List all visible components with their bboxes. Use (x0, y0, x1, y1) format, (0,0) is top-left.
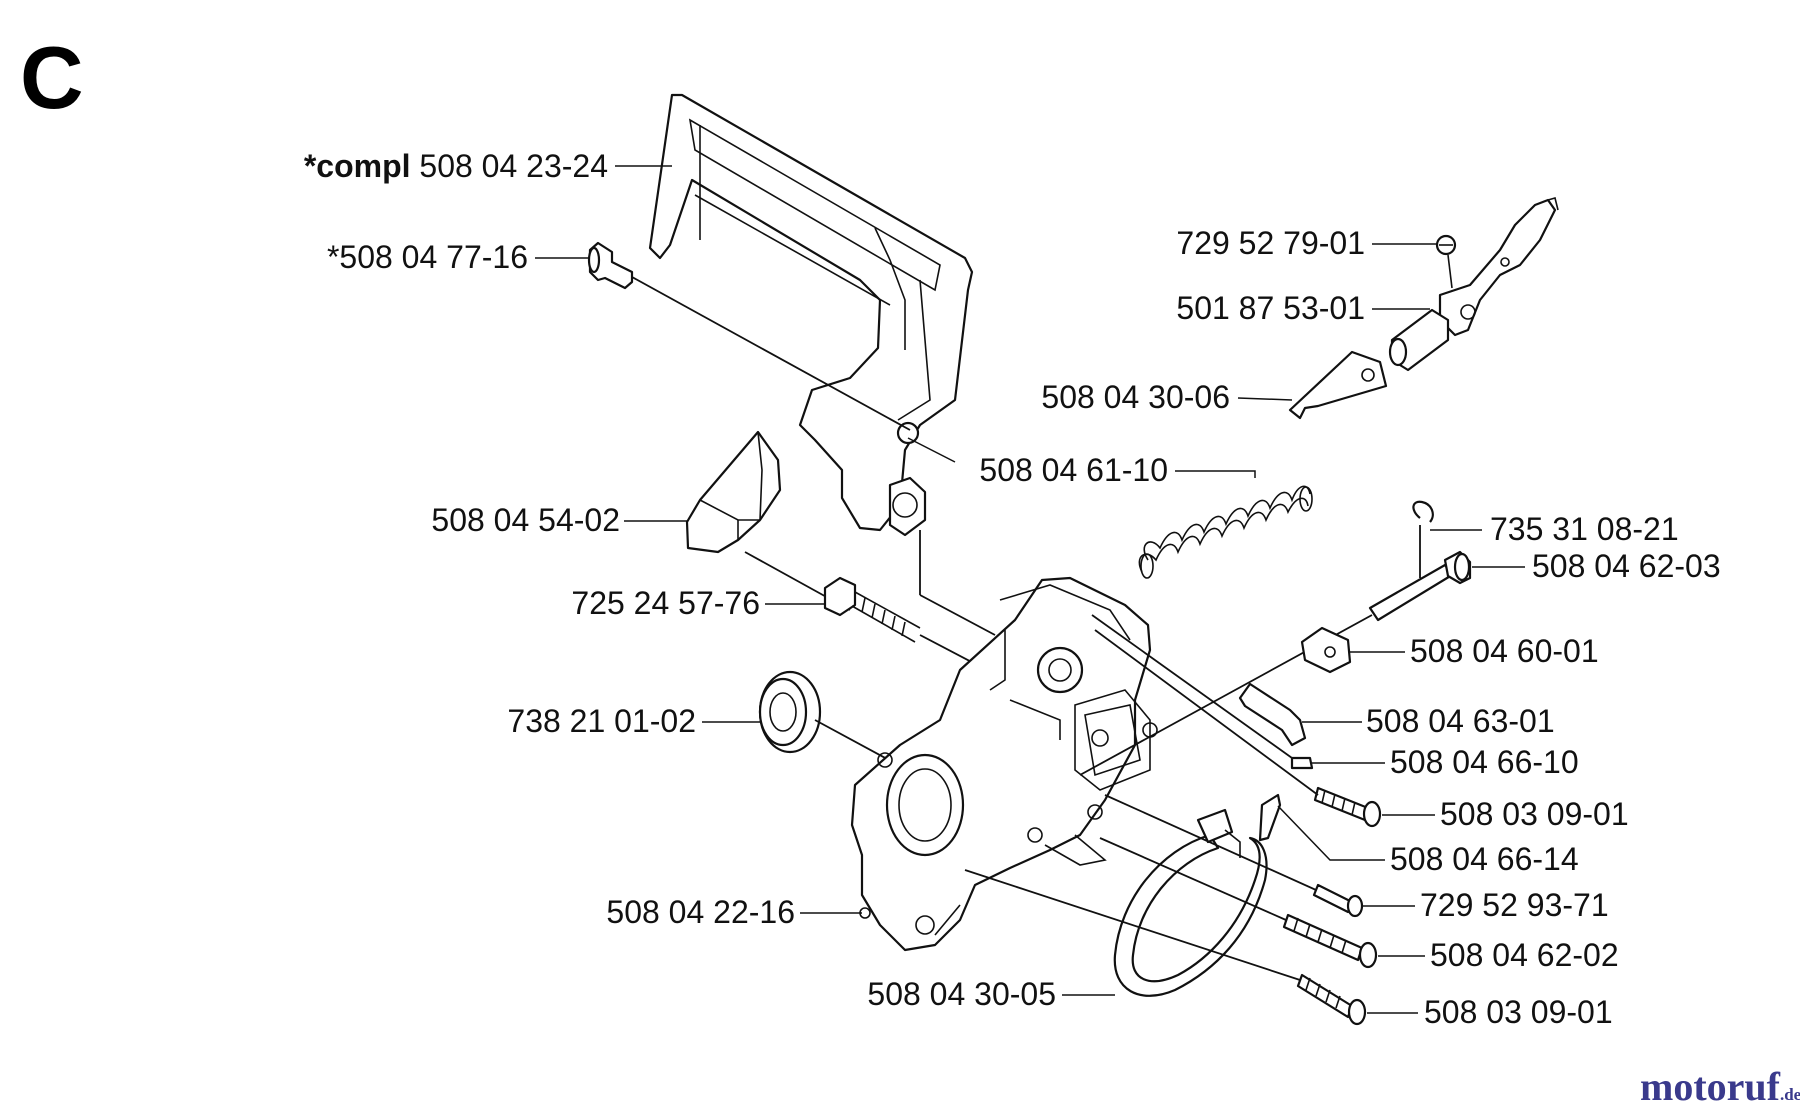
chain-brake-handle-drawing (648, 93, 974, 537)
label-729-52-93-71: 729 52 93-71 (1420, 887, 1609, 923)
label-508-04-61-10: 508 04 61-10 (979, 452, 1168, 488)
label-508-04-22-16: 508 04 22-16 (606, 894, 795, 930)
clutch-cover-housing-drawing (850, 576, 1158, 952)
lever-with-pin-drawing (1388, 197, 1559, 372)
watermark-suffix-text: .de (1780, 1085, 1800, 1104)
label-compl-prefix: *compl (304, 148, 411, 184)
pivot-pin-drawing (587, 241, 634, 290)
pivot-pin-axis (631, 276, 911, 431)
label-508-04-63-01: 508 04 63-01 (1366, 703, 1555, 739)
label-508-03-09-01-lower: 508 03 09-01 (1424, 994, 1613, 1030)
label-compl-gap (411, 148, 420, 184)
label-738-21-01-02: 738 21 01-02 (507, 703, 696, 739)
leader-508-04-61-10-right (1175, 470, 1256, 478)
label-compl-number: 508 04 23-24 (419, 148, 608, 184)
leader-508-04-30-06 (1237, 397, 1293, 401)
screw-93-71-axis (1104, 794, 1317, 891)
screw-508-04-62-02-drawing (1282, 913, 1378, 969)
spring-drawing (1138, 485, 1313, 579)
bracket-508-04-30-06-drawing (1288, 350, 1388, 420)
screw-upper-drawing (1313, 786, 1382, 828)
screw-lower-drawing (1296, 973, 1367, 1026)
leader-508-04-61-10-left (907, 437, 956, 463)
screw-lower-axis (964, 869, 1301, 981)
adjusting-screw-drawing (823, 576, 921, 643)
washer-plate-drawing (1300, 626, 1352, 674)
brake-band-drawing (1113, 808, 1268, 997)
pin-508-04-66-14-drawing (1258, 793, 1282, 842)
screw-729-52-93-71-drawing (1312, 883, 1364, 918)
watermark-logo: motoruf.de (1640, 1064, 1800, 1109)
label-508-04-30-06: 508 04 30-06 (1041, 379, 1230, 415)
guard-piece-drawing (685, 430, 782, 554)
circlip-drawing (1412, 500, 1434, 523)
screw-62-02-axis (1099, 837, 1287, 921)
label-508-04-62-03: 508 04 62-03 (1532, 548, 1721, 584)
clip-drawing (1238, 682, 1307, 747)
label-508-04-77-16: *508 04 77-16 (327, 239, 528, 275)
bearing-drawing (758, 670, 822, 754)
label-compl-assembly: *compl 508 04 23-24 (304, 148, 608, 184)
section-letter: C (20, 28, 84, 127)
motoruf-watermark: motoruf.de (1640, 1064, 1800, 1109)
label-508-04-66-10: 508 04 66-10 (1390, 744, 1579, 780)
label-508-04-62-02: 508 04 62-02 (1430, 937, 1619, 973)
watermark-main-text: motoruf (1640, 1064, 1781, 1109)
label-729-52-79-01: 729 52 79-01 (1176, 225, 1365, 261)
handle-to-housing-axis-d (919, 594, 996, 636)
label-508-04-60-01: 508 04 60-01 (1410, 633, 1599, 669)
label-508-03-09-01-upper: 508 03 09-01 (1440, 796, 1629, 832)
label-501-87-53-01: 501 87 53-01 (1176, 290, 1365, 326)
pin-508-04-66-10-drawing (1290, 756, 1314, 770)
screw-upper-axis (1094, 629, 1319, 796)
leader-508-04-66-14 (1277, 805, 1385, 861)
screw-729-drawing (1435, 234, 1457, 289)
pin-66-10-axis (1091, 614, 1293, 759)
label-725-24-57-76: 725 24 57-76 (571, 585, 760, 621)
label-508-04-54-02: 508 04 54-02 (431, 502, 620, 538)
label-508-04-30-05: 508 04 30-05 (867, 976, 1056, 1012)
label-508-04-66-14: 508 04 66-14 (1390, 841, 1579, 877)
label-735-31-08-21: 735 31 08-21 (1490, 511, 1679, 547)
pin-508-04-62-03-drawing (1368, 550, 1472, 622)
